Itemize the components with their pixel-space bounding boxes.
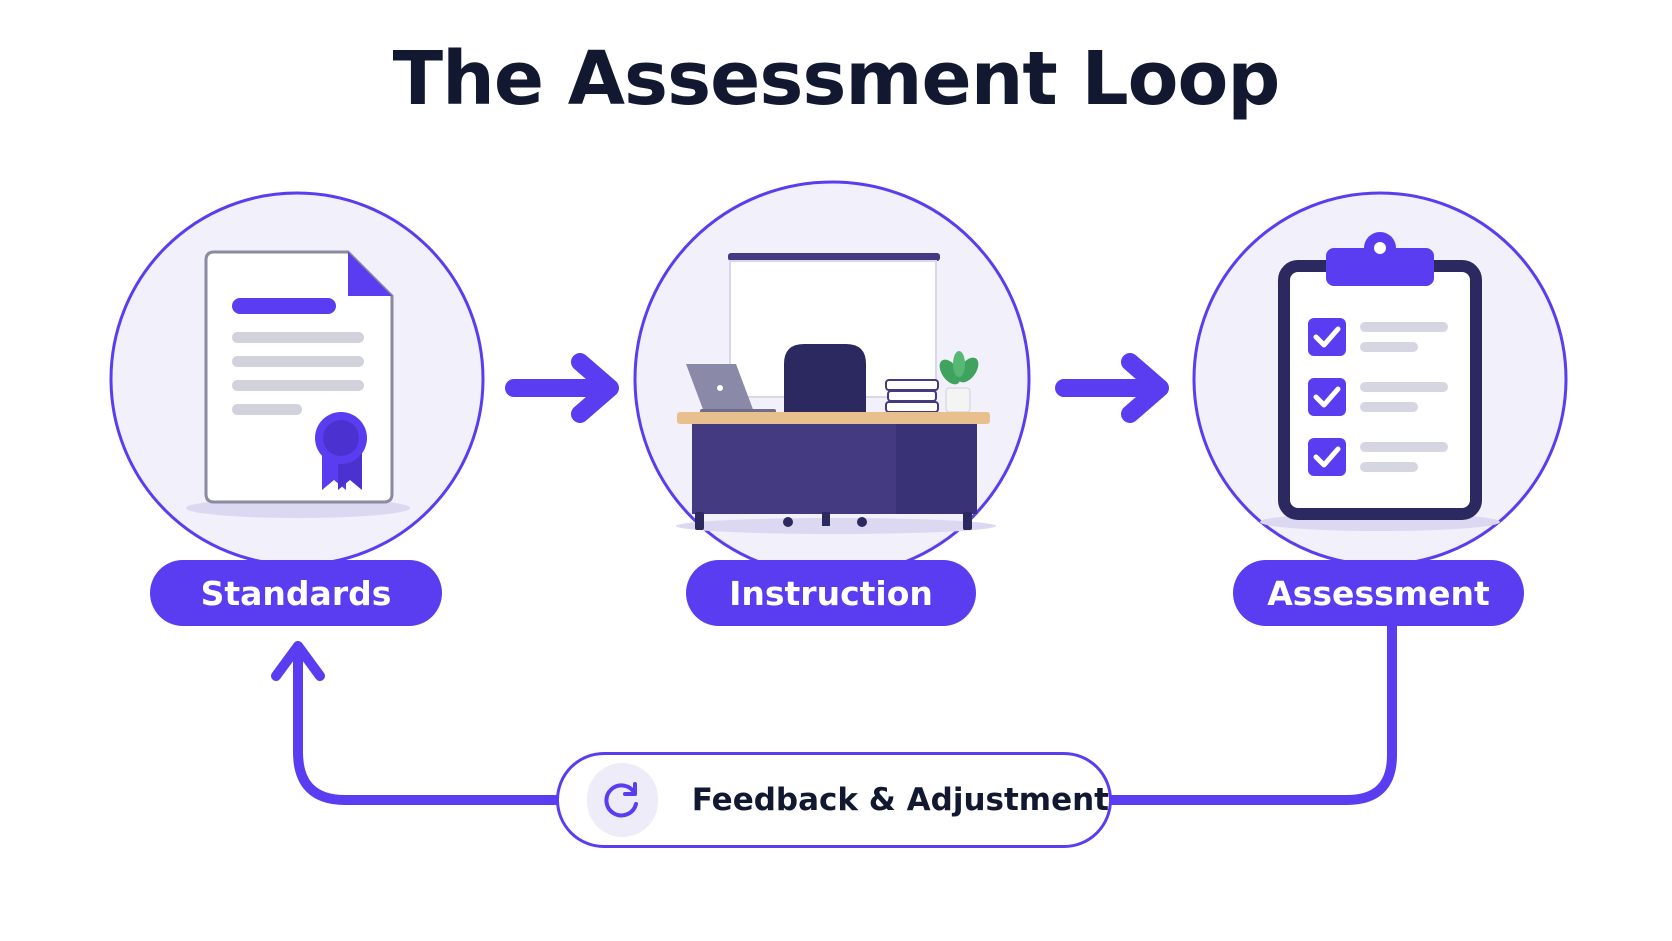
- classroom-desk-icon: [676, 253, 996, 534]
- feedback-box: Feedback & Adjustment: [556, 752, 1112, 848]
- refresh-cycle-icon: [587, 763, 658, 837]
- stage-label-instruction: Instruction: [686, 560, 976, 626]
- certificate-document-icon: [186, 250, 410, 518]
- diagram-title: The Assessment Loop: [392, 36, 1281, 122]
- loop-path-right: [1105, 621, 1397, 805]
- checklist-clipboard-icon: [1260, 232, 1500, 531]
- feedback-label: Feedback & Adjustment: [691, 782, 1109, 818]
- loop-path-left: [293, 651, 561, 805]
- arrow-instruction-to-assessment: [1055, 353, 1169, 423]
- stage-label-assessment: Assessment: [1233, 560, 1524, 626]
- arrow-standards-to-instruction: [505, 353, 619, 423]
- stage-label-standards: Standards: [150, 560, 442, 626]
- loop-arrowhead: [271, 641, 325, 681]
